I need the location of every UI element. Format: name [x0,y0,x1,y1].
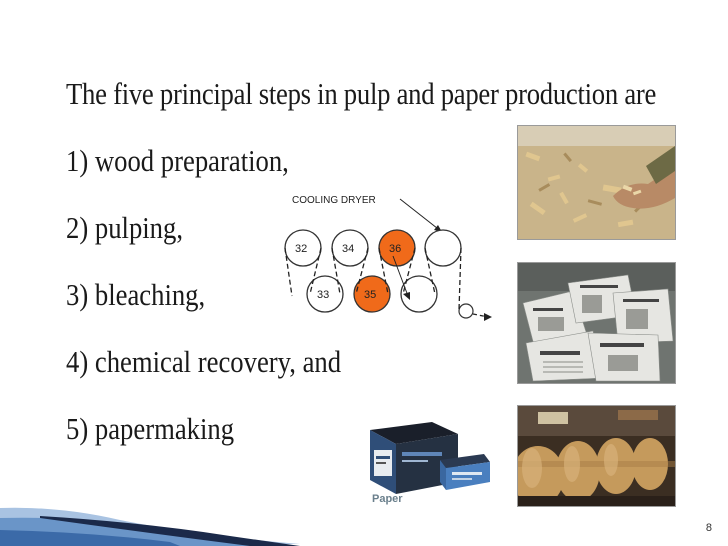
slide-title: The five principal steps in pulp and pap… [66,76,657,111]
dryer-roll-35 [353,275,391,313]
roll-arrow-line [392,255,409,297]
paper-web-path [284,247,462,311]
label-leader-line [399,198,443,233]
dryer-roll-33 [306,275,344,313]
dryer-roll-bottom-blank [400,275,438,313]
diagram-label: COOLING DRYER [292,195,376,206]
roll-arrow-head [403,292,410,300]
wood-chips-photo [517,125,676,240]
roll-label-34: 34 [342,243,354,255]
page-number: 8 [705,522,712,534]
paper-caption: Paper [372,493,403,505]
roll-label-35: 35 [364,289,376,301]
newspapers-photo [517,262,676,384]
step-2: 2) pulping, [66,210,184,245]
web-exit-path [472,313,489,318]
cooling-dryer-diagram: COOLING DRYER 32 34 36 33 35 [284,195,492,321]
paper-box-graphic [370,422,490,494]
paper-box-image [362,420,494,496]
guide-roll [458,303,474,319]
step-3: 3) bleaching, [66,277,206,312]
corner-swoosh-decoration [0,507,300,546]
step-4: 4) chemical recovery, and [66,344,342,379]
roll-label-36: 36 [389,243,401,255]
roll-label-32: 32 [295,243,307,255]
roll-label-33: 33 [317,289,329,301]
paper-rolls-photo [517,405,676,507]
web-exit-arrow [484,313,492,321]
step-1: 1) wood preparation, [66,143,289,178]
step-5: 5) papermaking [66,411,235,446]
dryer-roll-top-blank [424,229,462,267]
